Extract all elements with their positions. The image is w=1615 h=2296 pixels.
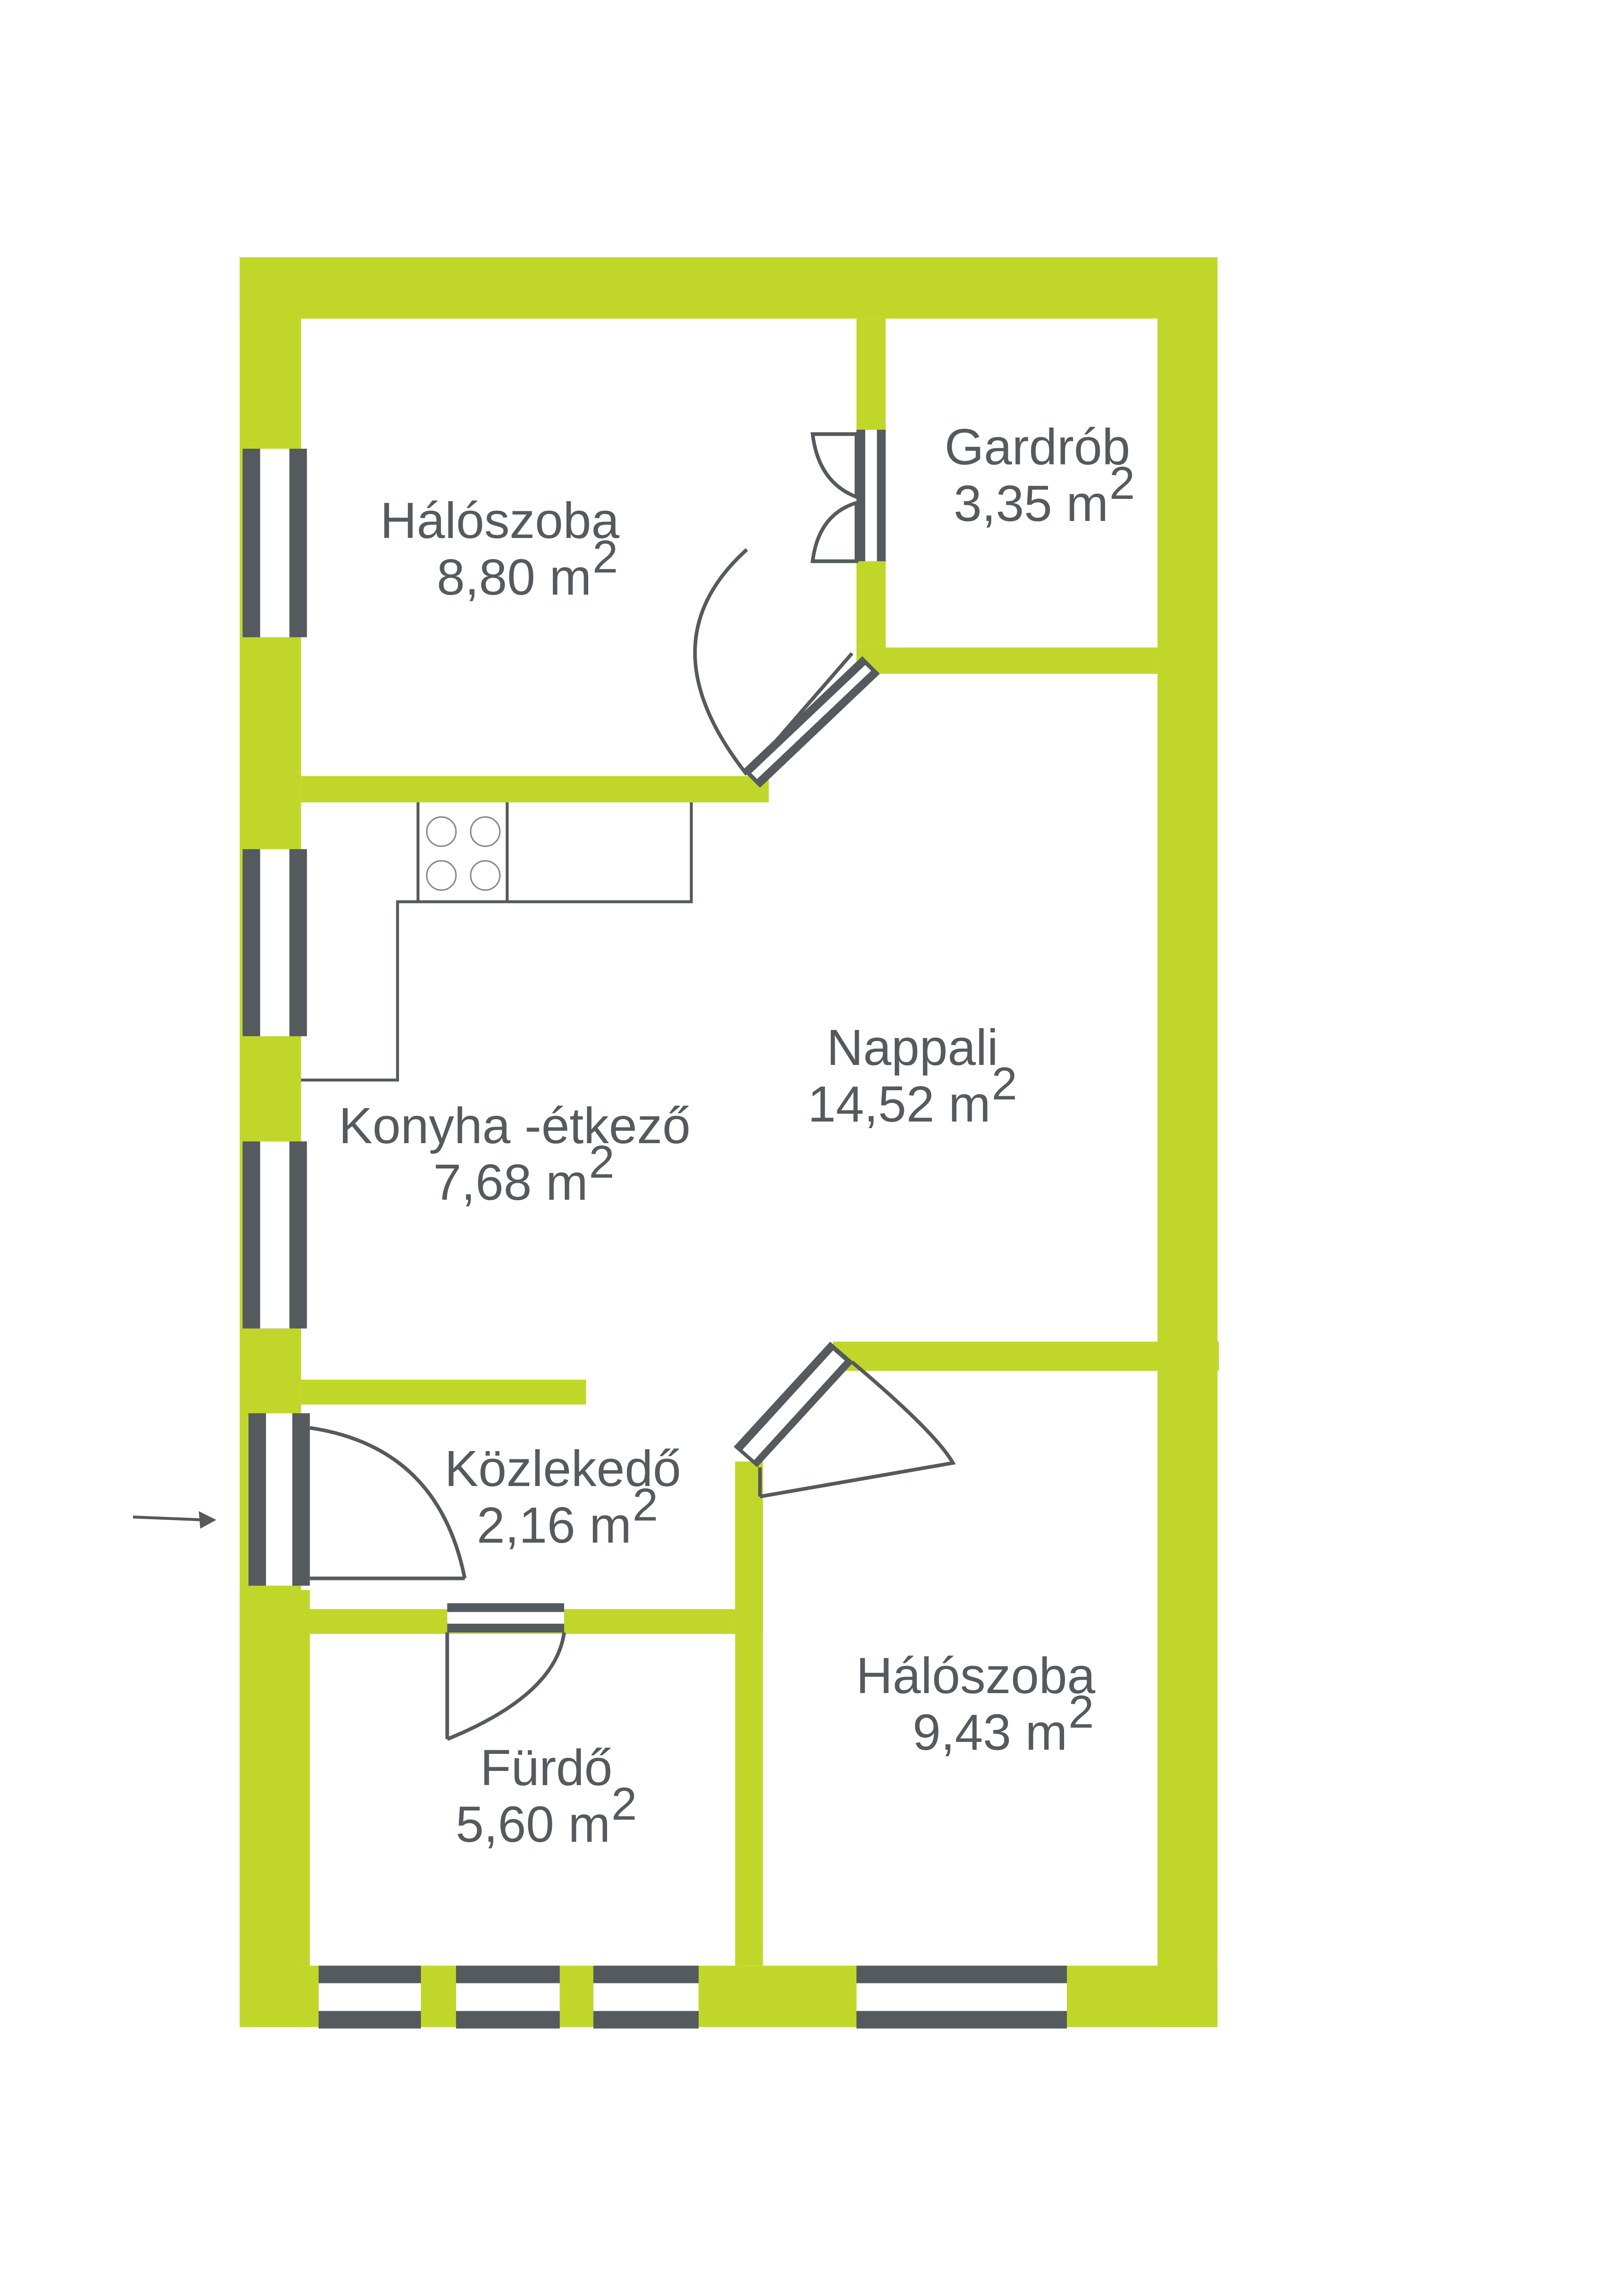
room-label-hallway: Közlekedő 2,16 m2 — [445, 1440, 681, 1554]
wall-outer-top — [239, 257, 1218, 319]
room-name: Közlekedő — [445, 1440, 681, 1497]
wall-gardrob-bottom — [856, 647, 1158, 674]
door-gardrob — [810, 429, 886, 563]
window-bottom-2 — [456, 1966, 560, 2029]
doors — [309, 429, 956, 1741]
window-bottom-3 — [593, 1966, 699, 2029]
stove-burners-icon — [426, 816, 501, 891]
door-bedroom2 — [734, 1342, 956, 1498]
room-label-bathroom: Fürdő 5,60 m2 — [456, 1740, 637, 1853]
door-bathroom — [445, 1603, 566, 1741]
wall-right-stub — [1158, 1342, 1219, 1371]
room-area: 3,35 m2 — [954, 457, 1135, 532]
room-label-kitchen-dining: Konyha -étkező 7,68 m2 — [339, 1098, 690, 1211]
window-bedroom1-left — [243, 448, 307, 637]
window-entrance-door — [248, 1413, 310, 1586]
wall-bedroom1-bottom — [301, 776, 769, 803]
room-label-bedroom-2: Hálószoba 9,43 m2 — [856, 1648, 1095, 1761]
window-kitchen-left-1 — [243, 849, 307, 1036]
room-name: Konyha -étkező — [339, 1098, 691, 1154]
wall-bedroom2-top — [833, 1342, 1158, 1371]
windows — [243, 448, 1067, 2029]
window-kitchen-left-2 — [243, 1141, 307, 1329]
room-name: Hálószoba — [380, 492, 619, 549]
door-bedroom1 — [693, 548, 880, 788]
room-area: 9,43 m2 — [912, 1686, 1094, 1761]
room-area: 5,60 m2 — [456, 1778, 637, 1853]
room-label-living-room: Nappali 14,52 m2 — [808, 1019, 1017, 1133]
window-bottom-4 — [856, 1966, 1067, 2029]
room-name: Gardrób — [944, 419, 1130, 475]
room-label-wardrobe: Gardrób 3,35 m2 — [940, 419, 1135, 532]
entrance-arrow-icon — [133, 1511, 216, 1529]
room-area: 2,16 m2 — [476, 1479, 658, 1554]
room-area: 7,68 m2 — [433, 1136, 615, 1211]
room-name: Fürdő — [480, 1740, 613, 1796]
room-name: Hálószoba — [856, 1648, 1095, 1704]
wall-hallway-top — [301, 1379, 586, 1405]
room-area: 14,52 m2 — [808, 1058, 1018, 1133]
door-entrance — [309, 1426, 467, 1580]
wall-left-thick — [239, 1590, 310, 1966]
room-area: 8,80 m2 — [436, 531, 618, 606]
kitchen-counter — [301, 802, 693, 1082]
room-label-bedroom-1: Hálószoba 8,80 m2 — [380, 492, 619, 606]
wall-outer-right — [1158, 257, 1218, 2027]
room-name: Nappali — [827, 1019, 999, 1076]
window-bottom-1 — [318, 1966, 421, 2029]
